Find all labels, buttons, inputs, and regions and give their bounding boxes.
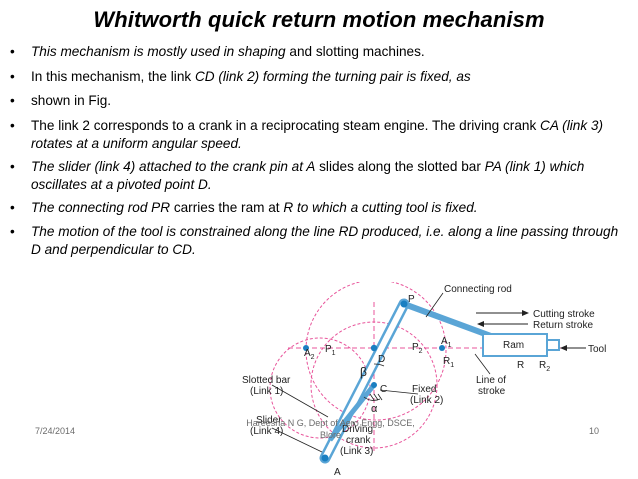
label-line-of: Line of (476, 375, 506, 386)
label-A2: A2 (304, 348, 315, 361)
label-R: R (517, 360, 524, 371)
connecting-rod-leader (425, 292, 444, 318)
slotted-bar-leader (271, 384, 329, 418)
footer-author-line1: Hareesha N G, Dept of Aero Engg, DSCE, (246, 418, 415, 428)
pin-A1 (439, 345, 445, 351)
footer-author: Hareesha N G, Dept of Aero Engg, DSCE, B… (228, 417, 433, 441)
pin-C (371, 382, 377, 388)
driving-crank (328, 383, 376, 442)
bullet-text: carries the ram at (170, 199, 284, 215)
label-fixed: Fixed (412, 384, 436, 395)
pin-D (370, 344, 378, 352)
label-D: D (378, 354, 385, 365)
bullet-text: The motion of the tool is constrained al… (31, 224, 339, 240)
label-P2: P2 (412, 342, 423, 355)
label-C: C (380, 384, 387, 395)
bullet-text: The link 2 corresponds to a crank in a r… (31, 117, 541, 133)
fixed-support (369, 393, 383, 401)
bullet-text: PA (link 1) which oscillates at a pivote… (31, 158, 585, 192)
bullet-text: and slotting machines. (285, 44, 425, 59)
label-R2: R2 (539, 360, 550, 373)
bullet-text: This mechanism is mostly used in shaping (31, 44, 286, 59)
label-ram: Ram (503, 340, 524, 351)
pin-A (321, 454, 329, 462)
bullet-item: shown in Fig. (10, 92, 626, 110)
label-P: P (408, 294, 415, 305)
bullet-text: R to which a cutting tool is fixed. (283, 199, 478, 215)
bullet-text: CD (link 2) forming the turning pair is … (194, 68, 471, 84)
label-fixed-link: (Link 2) (410, 395, 443, 406)
label-crank: crank (346, 435, 371, 446)
bullet-item: The link 2 corresponds to a crank in a r… (10, 117, 626, 153)
label-A1: A1 (441, 336, 452, 349)
bullet-item: The motion of the tool is constrained al… (10, 223, 626, 259)
bullet-list: This mechanism is mostly used in shaping… (10, 43, 626, 266)
bullet-text: CA (link 3) rotates at a uniform angular… (31, 117, 603, 151)
label-crank-link: (Link 3) (340, 446, 373, 457)
footer-author-line2: Blore (319, 430, 341, 440)
label-driving: Driving (342, 424, 373, 435)
label-slotted-bar: Slotted bar (242, 375, 291, 386)
label-stroke: stroke (478, 386, 506, 397)
label-slider-link: (Link 4) (250, 426, 283, 437)
label-connecting-rod: Connecting rod (444, 284, 512, 295)
label-alpha: α (371, 403, 378, 415)
bullet-item: In this mechanism, the link CD (link 2) … (10, 68, 626, 86)
slider-leader (271, 427, 323, 453)
bullet-text: slides along the slotted bar (315, 158, 485, 174)
bullet-item: This mechanism is mostly used in shaping… (10, 43, 626, 61)
pin-A2 (303, 345, 309, 351)
label-slider: Slider (256, 415, 282, 426)
label-slotted-bar-link: (Link 1) (250, 386, 283, 397)
label-cutting-stroke: Cutting stroke (533, 309, 595, 320)
bullet-text: The connecting rod PR (31, 199, 171, 215)
fixed-leader (379, 389, 419, 395)
pin-P (400, 300, 408, 308)
bullet-text: shown in Fig. (31, 93, 112, 109)
outer-circle (305, 282, 447, 421)
footer-page-number: 10 (589, 426, 600, 436)
footer-date: 7/24/2014 (35, 426, 76, 436)
label-beta: β (360, 365, 367, 379)
bullet-text: The slider (link 4) attached to the cran… (31, 158, 316, 174)
beta-arc (373, 363, 385, 367)
bullet-text: RD produced, i.e. along a line passing t… (31, 224, 619, 258)
label-A: A (334, 467, 341, 478)
alpha-arc (363, 396, 381, 401)
label-return-stroke: Return stroke (533, 320, 593, 331)
bullet-item: The slider (link 4) attached to the cran… (10, 158, 626, 194)
pins (303, 300, 445, 462)
slide-title: Whitworth quick return motion mechanism (93, 7, 545, 32)
bullet-item: The connecting rod PR carries the ram at… (10, 199, 626, 217)
label-P1: P1 (325, 344, 336, 357)
label-tool: Tool (588, 344, 606, 355)
crank-leader (352, 421, 357, 428)
tool-block (546, 339, 560, 351)
line-of-stroke-leader (474, 353, 491, 375)
bullet-text: In this mechanism, the link (31, 68, 195, 84)
whitworth-mechanism-diagram: P Connecting rod Cutting stroke Return s… (242, 282, 606, 478)
label-R1: R1 (443, 356, 454, 369)
